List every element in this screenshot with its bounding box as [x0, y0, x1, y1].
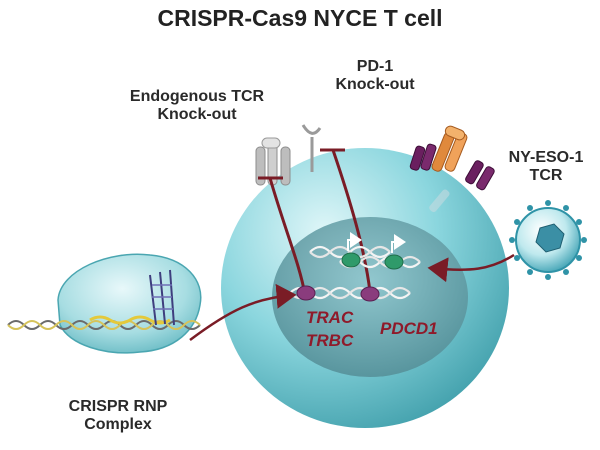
pd1-label: PD-1 Knock-out [300, 58, 450, 94]
endogenous-tcr-label-line1: Endogenous TCR [129, 88, 265, 105]
crispr-rnp-label: CRISPR RNP Complex [28, 398, 208, 434]
pd1-receptor [301, 124, 322, 172]
dna-strands [289, 232, 421, 302]
gene-trbc-label: TRBC [306, 331, 354, 350]
endogenous-tcr-label-line2: Knock-out [157, 105, 237, 123]
rnp-to-nucleus-arrow [189, 283, 297, 342]
ny-eso-1-tcr-label: NY-ESO-1 TCR [492, 149, 600, 185]
pd1-label-line1: PD-1 [356, 58, 394, 75]
ny-eso-1-virus-particle [509, 200, 587, 280]
crispr-rnp-label-line1: CRISPR RNP [68, 398, 168, 415]
diagram-title: CRISPR-Cas9 NYCE T cell [157, 5, 443, 31]
crispr-rnp-label-line2: Complex [84, 415, 152, 433]
pd1-label-line2: Knock-out [335, 75, 415, 93]
gene-pdcd1-label: PDCD1 [380, 319, 438, 338]
knockout-inhibition-lines [258, 148, 372, 296]
ny-eso-1-tcr-receptors [409, 125, 495, 213]
endogenous-tcr-receptor [255, 137, 291, 186]
gene-trac-label: TRAC [306, 308, 354, 327]
endogenous-tcr-label: Endogenous TCR Knock-out [92, 88, 302, 124]
ny-eso-1-label-line2: TCR [529, 166, 563, 184]
virus-to-nucleus-arrow [427, 253, 515, 283]
ny-eso-1-label-line1: NY-ESO-1 [508, 149, 584, 166]
crispr-rnp-complex [7, 253, 202, 354]
